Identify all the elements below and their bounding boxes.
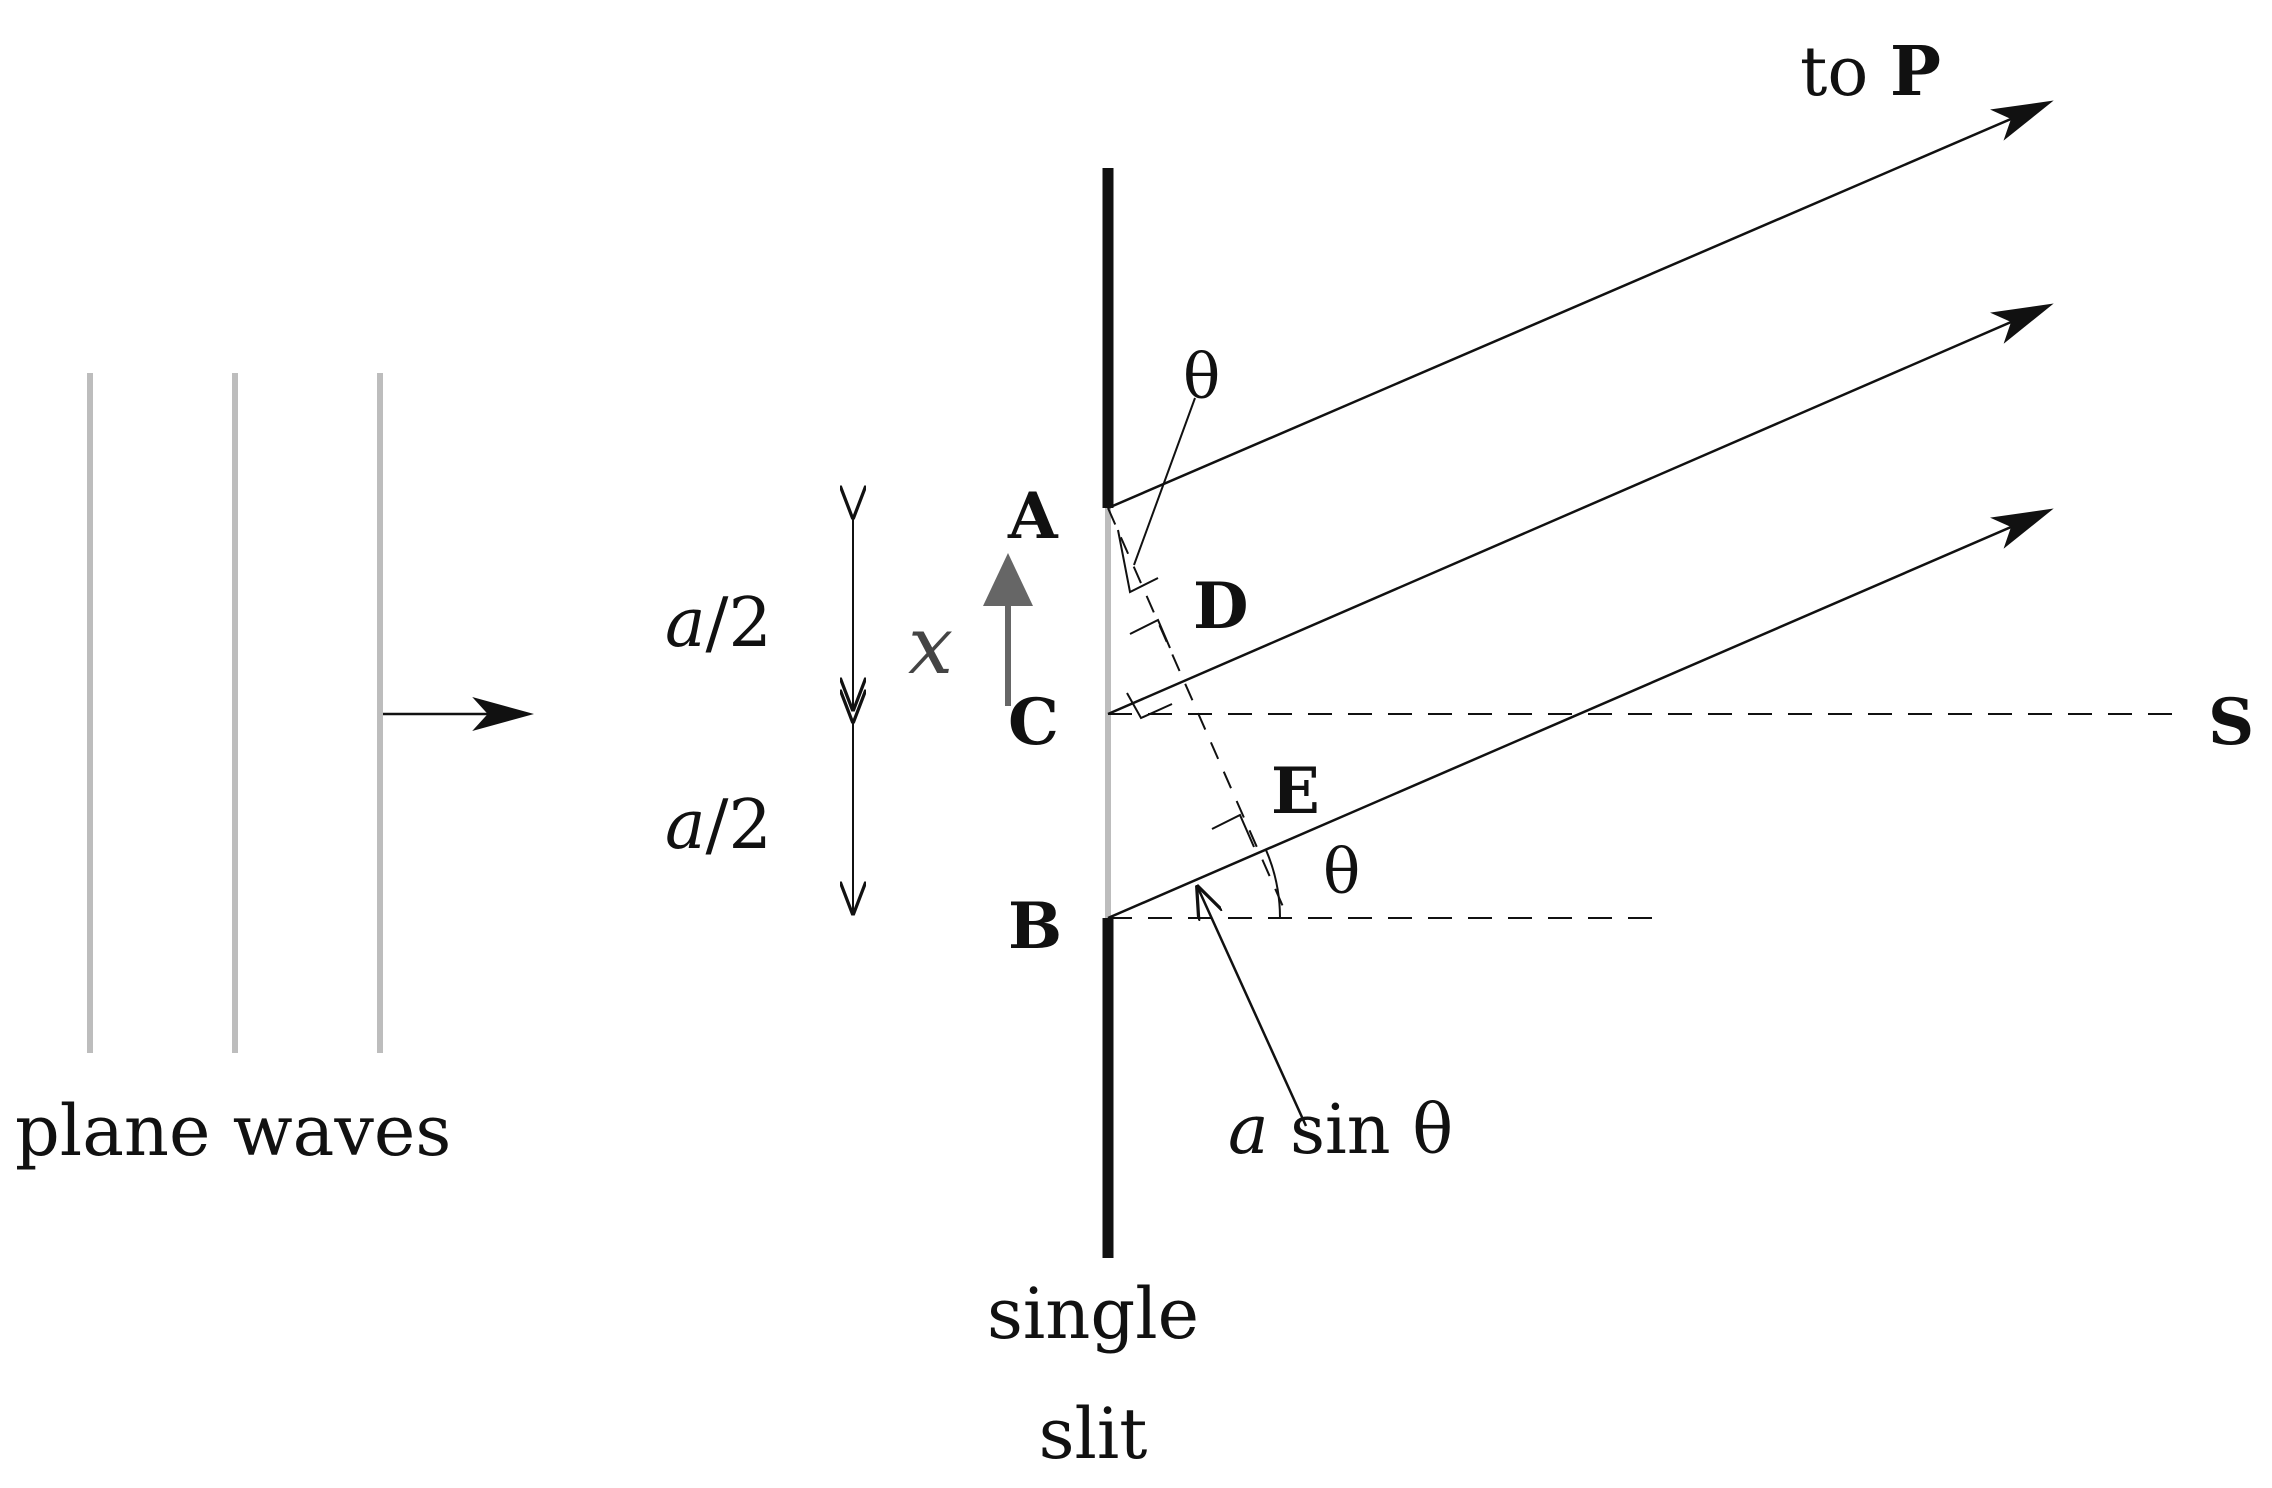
plane-waves-label: plane waves [15, 1090, 451, 1172]
theta-label-top: θ [1183, 340, 1220, 413]
point-c-label: C [1008, 685, 1059, 760]
right-angle-at-c [1126, 692, 1173, 720]
right-angle-markers [1117, 529, 1255, 848]
right-angle-at-e [1211, 813, 1255, 848]
single-slit-label-line2: slit [1039, 1393, 1148, 1475]
right-angle-at-d [1129, 618, 1171, 649]
wavefront-dashed [1107, 507, 1289, 919]
point-e-label: E [1271, 754, 1320, 829]
ray-from-a [1107, 100, 2054, 510]
single-slit-label-line1: single [987, 1273, 1199, 1355]
rays [1107, 100, 2054, 920]
theta-leader-top [1133, 397, 1196, 566]
point-a-label: A [1007, 479, 1059, 554]
plane-waves [87, 373, 535, 1053]
upper-half-width-label: a/2 [665, 584, 772, 663]
point-b-label: B [1008, 889, 1062, 964]
lower-half-width-label: a/2 [665, 786, 772, 865]
path-difference-leader [1198, 888, 1308, 1127]
path-difference-label: a sin θ [1228, 1091, 1453, 1170]
right-angle-at-a [1117, 529, 1159, 594]
x-axis-label: x [908, 599, 953, 692]
ray-from-c [1107, 303, 2054, 716]
to-p-label: to P [1800, 32, 1941, 112]
theta-label-bottom: θ [1323, 835, 1360, 908]
point-d-label: D [1193, 569, 1249, 644]
x-arrow-head [983, 553, 1033, 606]
theta-arc-bottom [1265, 849, 1281, 919]
x-axis-arrow [983, 553, 1033, 706]
point-s-label: S [2208, 685, 2254, 760]
ray-from-b [1107, 508, 2054, 920]
